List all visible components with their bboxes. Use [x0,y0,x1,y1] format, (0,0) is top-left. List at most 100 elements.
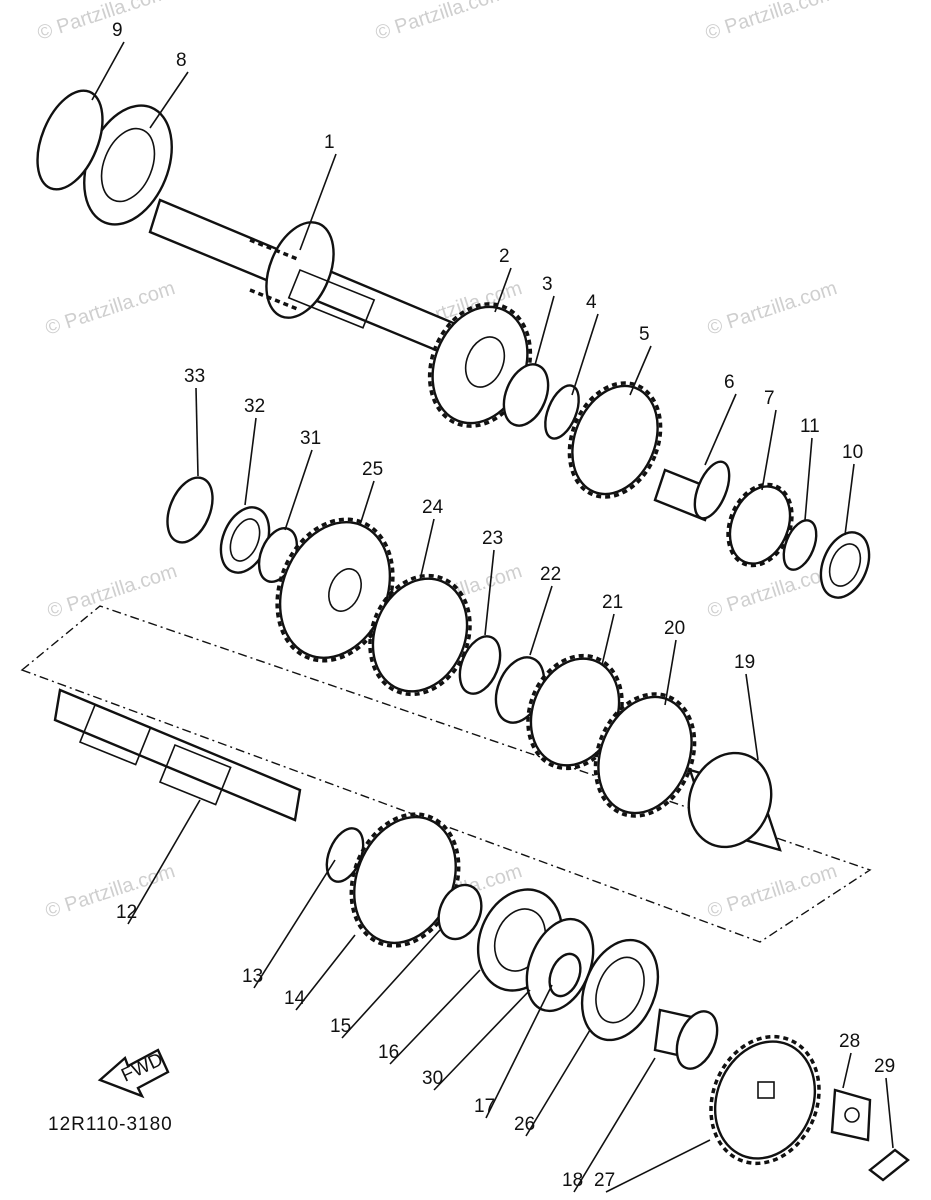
leader-line-28 [842,1052,852,1089]
callout-3: 3 [542,274,553,295]
callout-33: 33 [184,366,205,387]
watermark-3: © Partzilla.com [703,0,838,45]
callout-12: 12 [116,902,137,923]
leader-line-21 [601,613,615,666]
sprocket-27 [709,1034,821,1166]
callout-11: 11 [800,416,820,437]
leader-line-23 [484,549,495,636]
leader-line-12 [127,799,201,925]
callout-17: 17 [474,1096,495,1117]
leader-line-11 [804,437,813,521]
collar-6 [653,460,731,522]
collar-18 [653,1008,719,1070]
callout-22: 22 [540,564,561,585]
gear-19 [687,751,782,852]
leader-line-14 [295,934,356,1011]
callout-15: 15 [330,1016,351,1037]
callout-7: 7 [764,388,775,409]
watermark-7: © Partzilla.com [45,560,180,623]
callout-32: 32 [244,396,265,417]
callout-1: 1 [324,132,335,153]
leader-line-33 [195,387,199,477]
leader-line-3 [534,295,555,366]
leader-line-30 [433,989,531,1091]
callout-5: 5 [639,324,650,345]
watermark-4: © Partzilla.com [43,277,178,340]
circlip-11 [782,519,818,571]
leader-line-1 [299,153,337,251]
leader-line-4 [571,313,599,396]
leader-line-2 [494,267,512,313]
callout-23: 23 [482,528,503,549]
leader-line-31 [284,449,313,531]
callout-29: 29 [874,1056,895,1077]
callout-layer: 1234567891011121314151617181920212223242… [91,20,895,1193]
leader-line-10 [844,463,855,536]
washer-15 [437,883,483,941]
watermark-9: © Partzilla.com [705,560,840,623]
callout-16: 16 [378,1042,399,1063]
bearing-10 [819,531,871,599]
leader-line-20 [664,639,677,706]
leader-line-18 [573,1057,656,1193]
callout-25: 25 [362,459,383,480]
fwd-arrow-icon [97,1048,170,1099]
group-boundary [20,605,872,943]
callout-9: 9 [112,20,123,41]
leader-line-9 [91,41,125,101]
leader-line-26 [525,1029,591,1137]
gear-5 [567,381,663,499]
circlip-23 [458,635,502,695]
callout-10: 10 [842,442,863,463]
leader-line-29 [885,1077,894,1149]
watermark-1: © Partzilla.com [35,0,170,45]
leader-line-15 [341,929,441,1039]
callout-19: 19 [734,652,755,673]
callout-26: 26 [514,1114,535,1135]
callout-8: 8 [176,50,187,71]
oring-17 [548,952,582,998]
callout-27: 27 [594,1170,615,1191]
leader-line-27 [605,1139,711,1193]
leader-line-13 [253,859,336,989]
leader-line-16 [389,969,481,1065]
callout-31: 31 [300,428,321,449]
watermark-2: © Partzilla.com [373,0,508,45]
leader-line-6 [704,393,737,466]
callout-14: 14 [284,988,306,1009]
callout-20: 20 [664,618,685,639]
callout-24: 24 [422,497,444,518]
leader-line-19 [745,673,759,761]
drive-axle [53,688,302,822]
circlip-9 [36,89,104,191]
callout-13: 13 [242,966,263,987]
bolt-29 [868,1148,910,1182]
leader-line-25 [359,480,375,526]
leader-line-32 [244,417,257,506]
gear-20 [593,692,697,818]
lock-washer-28 [830,1088,872,1142]
watermark-10: © Partzilla.com [43,860,178,923]
callout-4: 4 [586,292,597,313]
callout-21: 21 [602,592,623,613]
callout-2: 2 [499,246,510,267]
diagram-code: 12R110-3180 [48,1114,173,1135]
circlip-33 [166,476,214,544]
seal-26 [580,938,660,1042]
callout-6: 6 [724,372,735,393]
callout-18: 18 [562,1170,583,1191]
leader-line-22 [529,585,553,656]
leader-line-7 [761,409,777,491]
watermark-12: © Partzilla.com [705,860,840,923]
callout-28: 28 [839,1031,860,1052]
leader-line-17 [485,984,553,1119]
leader-line-24 [419,518,435,581]
washer-3 [502,363,550,427]
circlip-4 [544,384,580,440]
leader-line-8 [149,71,189,129]
callout-30: 30 [422,1068,443,1089]
leader-line-5 [629,345,652,396]
watermark-6: © Partzilla.com [705,277,840,340]
